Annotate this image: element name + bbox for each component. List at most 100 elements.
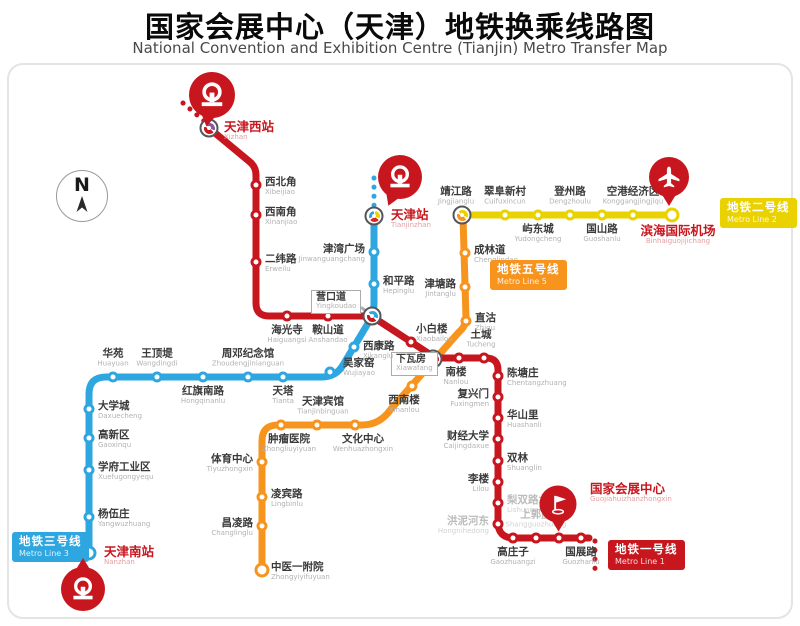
station-name: 杨伍庄 — [98, 508, 130, 520]
station-pinyin: Cuifuxincun — [484, 197, 526, 206]
station-name: 海光寺 — [271, 324, 303, 336]
station-name: 西北角 — [265, 176, 297, 188]
station-changlinglu — [256, 520, 268, 532]
station-guojiahuizhanzhongxin — [553, 532, 565, 544]
station-hongnihedong — [492, 518, 504, 530]
station-chentangzhuang — [492, 370, 504, 382]
station-pinyin: Yangwuzhuang — [98, 519, 151, 528]
station-wangdingdi — [151, 371, 163, 383]
interchange-core — [372, 214, 376, 218]
station-hepinglu — [368, 278, 380, 290]
station-pinyin: Shuanglin — [507, 463, 542, 472]
station-name: 和平路 — [383, 275, 415, 287]
station-shuanglin — [492, 455, 504, 467]
interchange-ring — [366, 310, 378, 322]
pin-tail — [75, 558, 91, 571]
station-name: 高庄子 — [497, 546, 529, 558]
station-pinyin: Guoshanlu — [583, 234, 621, 243]
page-subtitle: National Convention and Exhibition Centr… — [132, 39, 668, 57]
station-name: 大学城 — [98, 400, 130, 412]
station-pinyin: Haiguangsi — [267, 335, 307, 344]
station-xiaobailou — [405, 336, 417, 348]
station-wujiayao — [324, 366, 336, 378]
station-yingkoudao — [362, 306, 382, 326]
interchange-ring — [203, 122, 215, 134]
badge-en-label: Metro Line 5 — [497, 276, 547, 286]
station-name: 直沽 — [475, 312, 496, 324]
pin-tail — [661, 193, 677, 206]
station-pinyin: Xiawafang — [396, 364, 433, 372]
station-yudongcheng — [532, 209, 544, 221]
station-pinyin: Xinanlou — [388, 405, 420, 414]
station-shangguozhuang — [530, 532, 542, 544]
station-dengzhoulu — [564, 209, 576, 221]
station-pinyin: Zhigu — [475, 323, 496, 332]
station-name: 梨双路北 — [507, 494, 549, 506]
station-name: 西南楼 — [388, 394, 420, 406]
station-name: 财经大学 — [447, 430, 489, 442]
station-pinyin: Nanzhan — [104, 558, 135, 566]
station-name: 土城 — [470, 328, 492, 341]
station-zhigu — [460, 315, 472, 327]
railway-glyph-icon — [390, 165, 410, 188]
station-tiyuzhongxin — [256, 456, 268, 468]
station-tianta — [277, 371, 289, 383]
station-huashanli — [492, 412, 504, 424]
station-lingbinlu — [256, 491, 268, 503]
station-name: 靖江路 — [440, 185, 472, 198]
station-name: 天塔 — [272, 385, 294, 397]
station-name: 空港经济区 — [606, 185, 660, 198]
station-pinyin: Jinwanguangchang — [298, 254, 365, 263]
station-pinyin: Anshandao — [308, 335, 348, 344]
station-pinyin: Guozhanlu — [562, 557, 600, 566]
station-zhongliuyiyuan — [275, 419, 287, 431]
station-yangwuzhuang — [83, 511, 95, 523]
station-xuefugongyequ — [83, 464, 95, 476]
station-name: 中医一附院 — [271, 561, 324, 573]
station-name: 津湾广场 — [323, 243, 365, 255]
station-pinyin: Jintanglu — [425, 289, 456, 298]
station-pinyin: Huashanli — [507, 420, 542, 429]
station-pinyin: Chentangzhuang — [507, 378, 567, 387]
station-erweilu — [250, 256, 262, 268]
station-name: 鞍山道 — [312, 324, 344, 336]
station-pinyin: Wujiayao — [343, 368, 376, 377]
station-jinwanguangchang — [368, 246, 380, 258]
station-name: 成林道 — [474, 244, 506, 256]
pin-airport-icon — [649, 157, 689, 206]
compass-north-label: N — [74, 174, 90, 196]
station-huayuan — [107, 371, 119, 383]
station-pinyin: Tiyuzhongxin — [206, 464, 253, 473]
railway-glyph-icon — [201, 82, 223, 107]
interchange-core — [460, 213, 464, 217]
station-pinyin: Xiaobailou — [416, 334, 453, 343]
station-label-chenglindao: 成林道Chenglindao — [474, 244, 518, 265]
line3-path — [85, 212, 378, 557]
station-name: 小白楼 — [416, 323, 448, 335]
badge-en-label: Metro Line 2 — [727, 214, 777, 224]
station-name: 翠阜新村 — [484, 185, 526, 198]
